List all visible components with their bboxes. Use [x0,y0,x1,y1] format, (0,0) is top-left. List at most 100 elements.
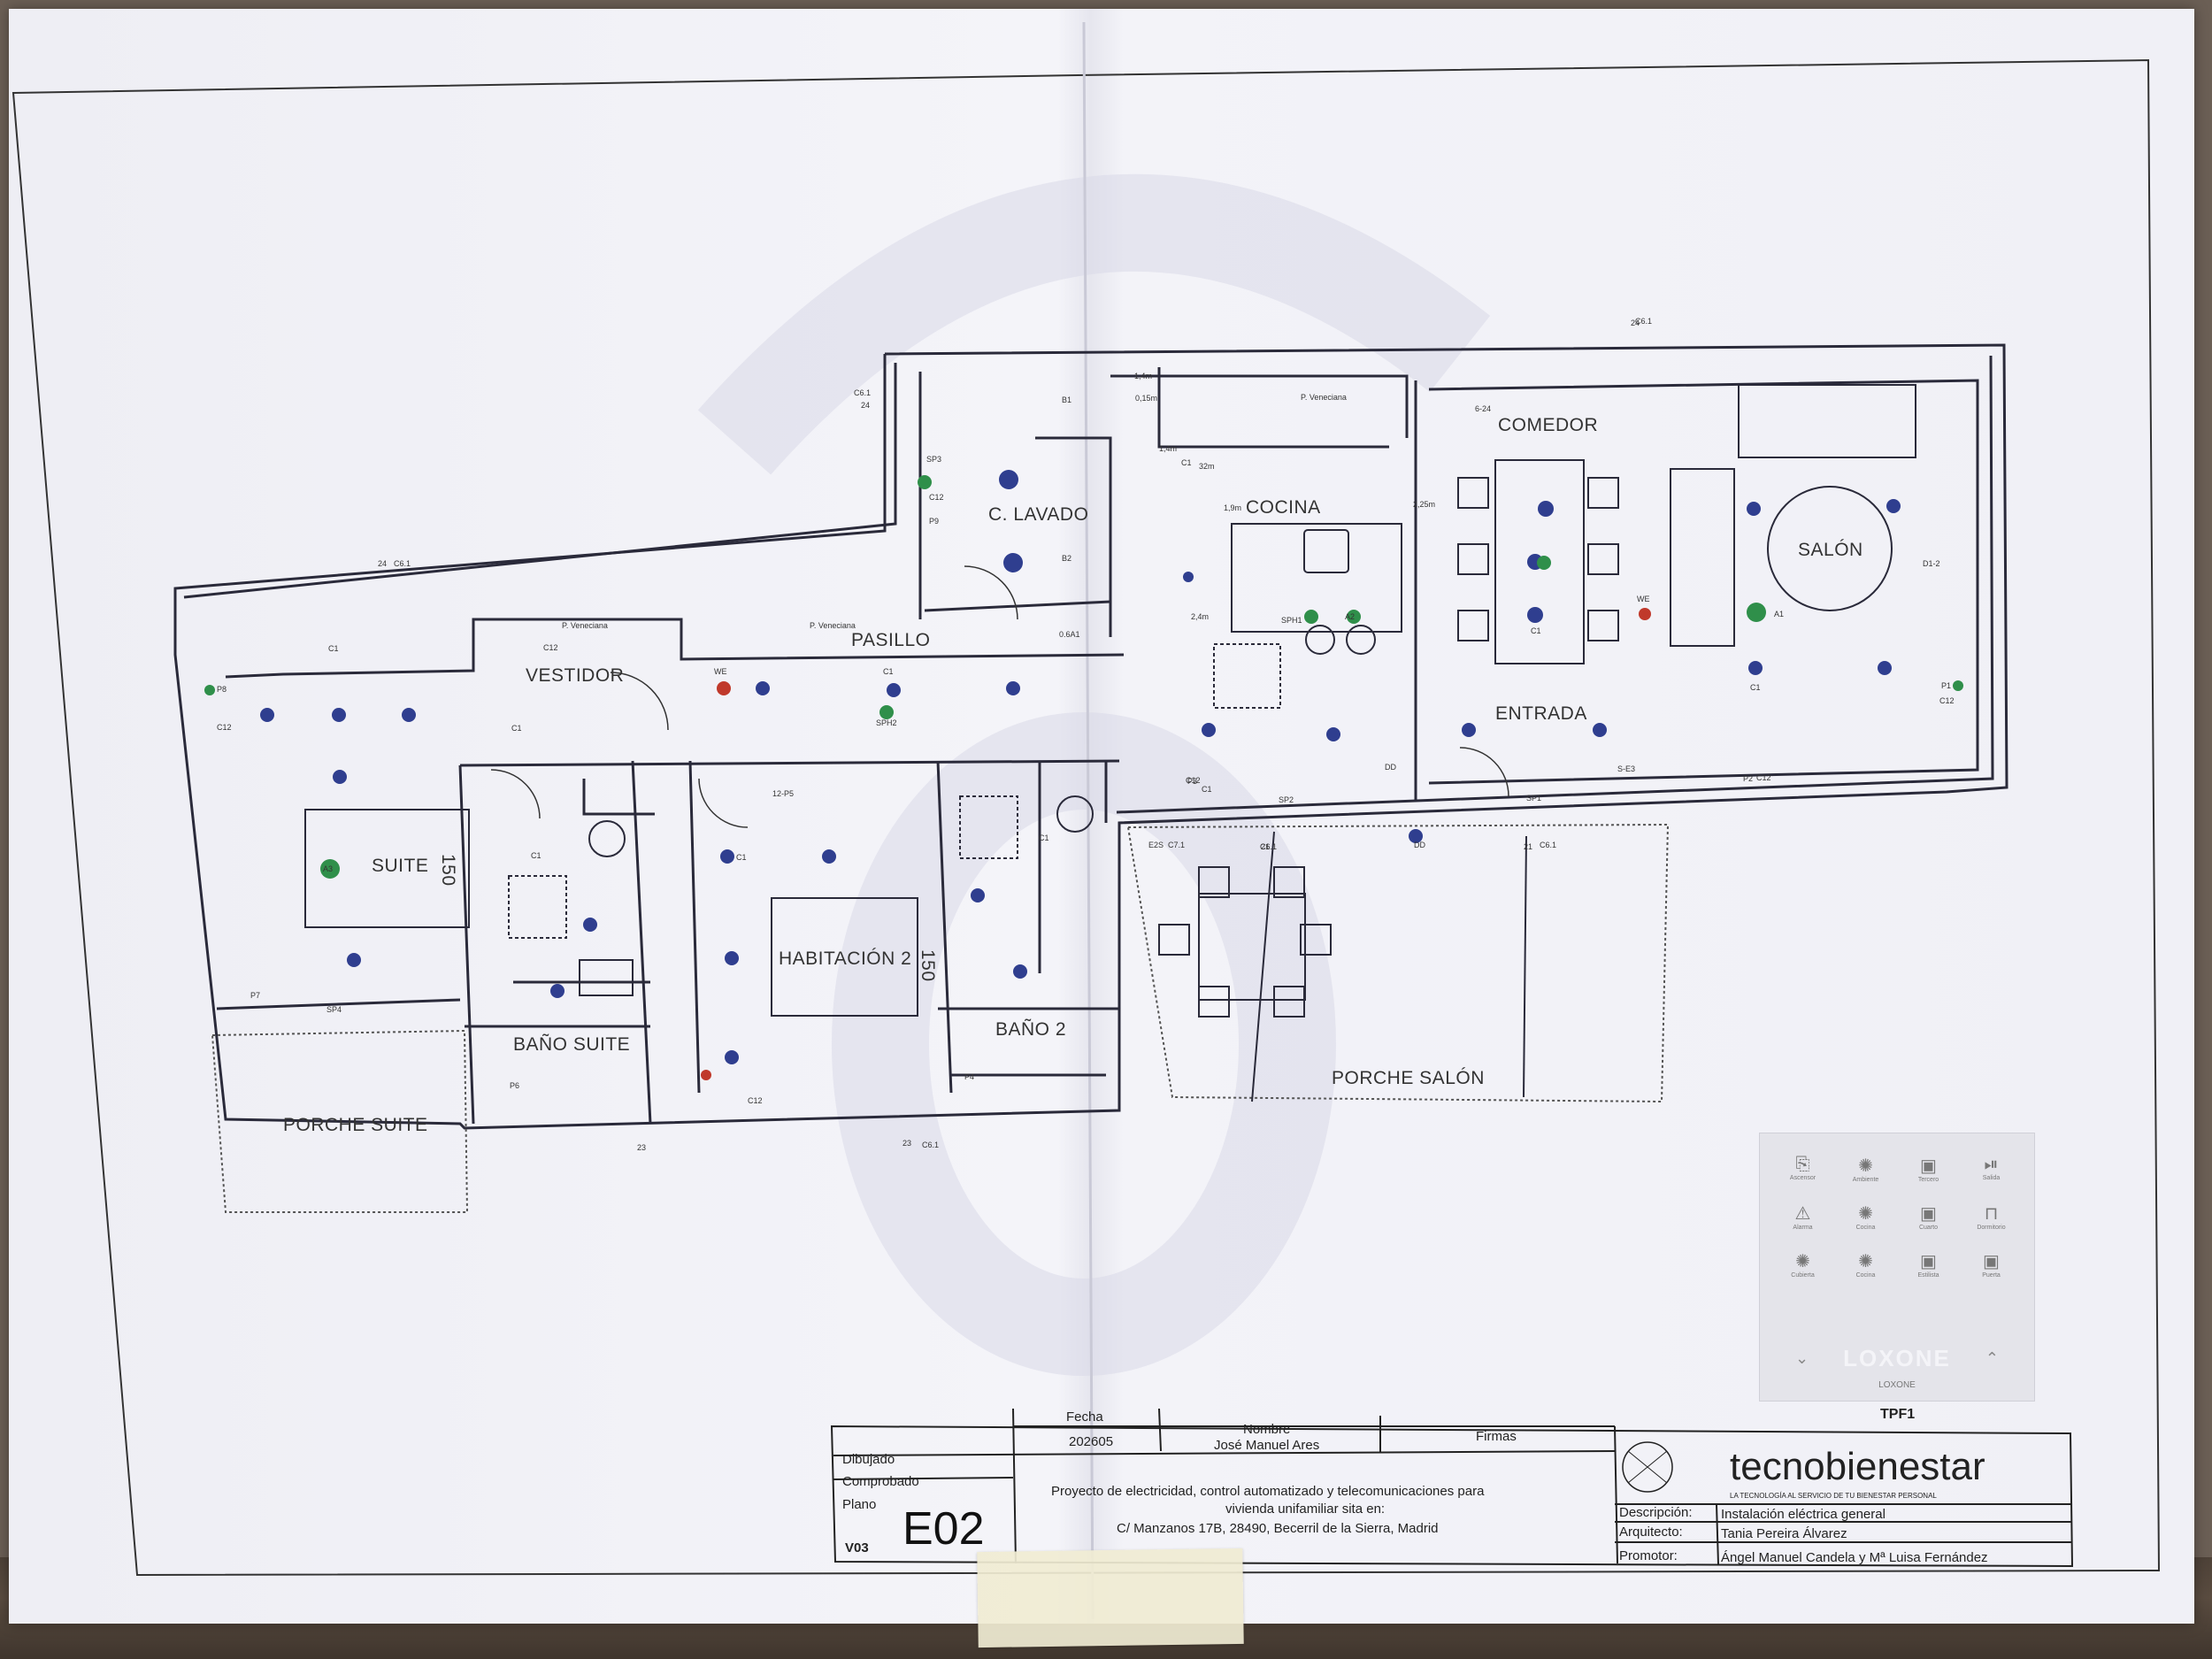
circuit-label: C1 [511,724,522,733]
circuit-label: 21 [1261,842,1270,851]
chevron-down-icon: ⌄ [1795,1349,1809,1367]
dimension-label: 1,4m [1134,372,1152,380]
circuit-label: C1 [1750,683,1761,692]
circuit-label: C7.1 [1168,841,1185,849]
room-label-comedor: COMEDOR [1498,415,1598,435]
touch-panel-button: ⚠Alarma [1776,1202,1830,1231]
circuit-label: C1 [1202,785,1212,794]
circuit-label: 21 [1524,842,1532,851]
title-block-descripcion-label: Descripción: [1619,1505,1693,1520]
touch-panel-button: ▣Cuarto [1901,1202,1955,1231]
circuit-label: P6 [510,1081,519,1090]
circuit-label: C12 [748,1096,763,1105]
circuit-label: A1 [1774,610,1784,618]
tecnobienestar-tagline: LA TECNOLOGÍA AL SERVICIO DE TU BIENESTA… [1730,1492,1937,1500]
room-label-c-lavado: C. LAVADO [988,504,1088,525]
title-block-arquitecto-label: Arquitecto: [1619,1525,1683,1540]
circuit-label: C12 [543,643,558,652]
circuit-label: SPH1 [1281,616,1302,625]
panel-icon: ▣ [1983,1252,2000,1271]
suite-bed-width: 150 [438,854,458,887]
title-block-project-line-1: Proyecto de electricidad, control automa… [1051,1484,1485,1499]
circuit-labels: C1 C1 C1 C1 C1 C1 C1 C1 C1 C1 C12 C12 C1… [217,317,1955,1152]
dimension-label: 0,15m [1135,394,1157,403]
circuit-label: P. Veneciana [1301,393,1347,402]
circuit-label: P3 [1187,777,1197,786]
dimension-annotations: 1,4m 1,4m 1,9m 2,25m 2,4m 0,15m 32m [1134,372,1435,621]
bed-icon: ⊓ [1984,1204,1999,1224]
title-block-project-line-2: vivienda unifamiliar sita en: [1225,1502,1385,1517]
circuit-label: SP3 [926,455,941,464]
circuit-label: C1 [328,644,339,653]
title-block-plano-label: Plano [842,1497,876,1512]
title-block-promotor-value: Ángel Manuel Candela y Mª Luisa Fernánde… [1721,1550,1988,1565]
touch-panel-button: ⊓Dormitorio [1964,1202,2018,1231]
title-block-comprobado-label: Comprobado [842,1474,919,1489]
circuit-label: 23 [902,1139,911,1148]
circuit-label: DD [1414,841,1425,849]
circuit-label: D1-2 [1923,559,1940,568]
touch-panel-button: ✺Cocina [1839,1202,1893,1231]
circuit-label: P. Veneciana [810,621,856,630]
drawing-frame [12,58,2161,1577]
panel-icon: ▣ [1920,1156,1937,1176]
title-block-fecha-header: Fecha [1066,1409,1103,1425]
circuit-label: 24 [861,401,870,410]
title-block-nombre-header: Nombre [1243,1422,1290,1437]
circuit-label: C1 [531,851,541,860]
circuit-label: C12 [1939,696,1955,705]
touch-panel-button: ▣Puerta [1964,1250,2018,1279]
circuit-label: C12 [1756,773,1771,782]
circuit-label: C1 [1531,626,1541,635]
room-label-bano-2: BAÑO 2 [995,1018,1066,1040]
touch-panel-image: ⎘Ascensor ✺Ambiente ▣Tercero ⏯Salida ⚠Al… [1759,1133,2035,1402]
room-label-vestidor: VESTIDOR [526,665,624,686]
circuit-label: 24 [378,559,387,568]
bulb-icon: ✺ [1858,1204,1873,1224]
touch-panel-button: ▣Estilista [1901,1250,1955,1279]
room-label-habitacion-2: HABITACIÓN 2 [779,949,911,969]
title-block-fecha-value: 202605 [1069,1434,1113,1449]
circuit-label: 6-24 [1475,404,1491,413]
touch-panel-button: ⏯Salida [1964,1155,2018,1183]
title-block-descripcion-value: Instalación eléctrica general [1721,1507,1886,1522]
dimension-label: 2,4m [1191,612,1209,621]
circuit-label: C6.1 [394,559,411,568]
dimension-label: 1,9m [1224,503,1241,512]
circuit-label: P. Veneciana [562,621,608,630]
watermark-logo [697,173,1491,1376]
touch-panel-button: ✺Cocina [1839,1250,1893,1279]
room-label-porche-salon: PORCHE SALÓN [1332,1068,1485,1088]
circuit-label: WE [1637,595,1650,603]
circuit-label: C6.1 [1635,317,1652,326]
circuit-label: C1 [1181,458,1192,467]
room-label-cocina: COCINA [1246,497,1321,518]
room-label-bano-suite: BAÑO SUITE [513,1033,630,1055]
circuit-label: C6.1 [1260,842,1277,851]
room-label-pasillo: PASILLO [851,630,931,650]
panel-icon: ▣ [1920,1204,1937,1224]
circuit-label: C12 [929,493,944,502]
title-block-promotor-label: Promotor: [1619,1548,1678,1563]
bulb-icon: ✺ [1858,1252,1873,1271]
circuit-label: P4 [964,1072,974,1081]
circuit-label: P2 [1743,774,1753,783]
dimension-label: 1,4m [1159,444,1177,453]
chevron-up-icon: ⌃ [1985,1349,1999,1367]
door-icon: ⎘ [1795,1155,1810,1174]
dimension-label: 32m [1199,462,1215,471]
touch-panel-brand: LOXONE [1843,1345,1951,1371]
touch-panel-button: ✺Cubierta [1776,1250,1830,1279]
title-block-dibujado-label: Dibujado [842,1452,895,1467]
room-label-entrada: ENTRADA [1495,703,1587,724]
title-block-plan-number: E02 [902,1503,985,1555]
circuit-label: 0.6A1 [1059,630,1080,639]
circuit-label: B2 [1062,554,1071,563]
circuit-label: SP2 [1279,795,1294,804]
circuit-label: S-E3 [1617,764,1635,773]
room-label-suite: SUITE [372,856,428,876]
touch-panel-button: ▣Tercero [1901,1155,1955,1183]
circuit-label: C12 [1186,776,1201,785]
circuit-label: C1 [1039,833,1049,842]
